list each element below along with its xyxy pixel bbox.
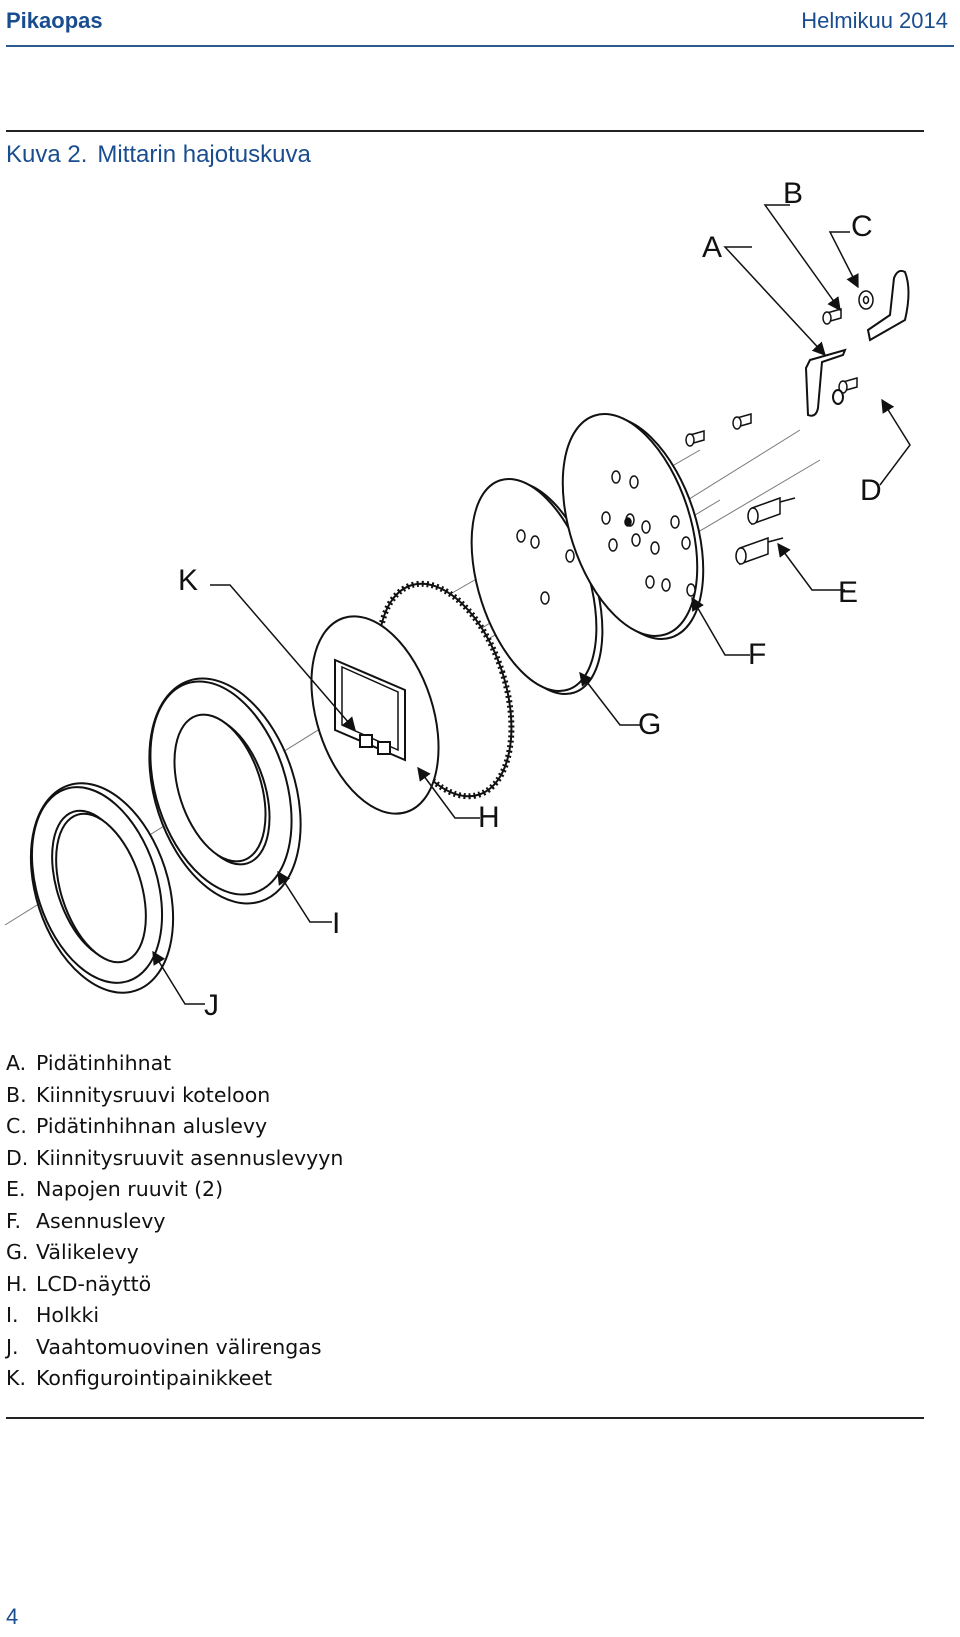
page-number: 4: [6, 1604, 19, 1629]
parts-legend: A.Pidätinhihnat B.Kiinnitysruuvi koteloo…: [6, 1048, 343, 1395]
callout-h: H: [478, 801, 500, 834]
mounting-screws: [685, 377, 858, 447]
exploded-view-diagram: A B C D E F G H I J K: [4, 180, 911, 1022]
figure-title: Mittarin hajotuskuva: [97, 141, 311, 168]
terminal-screws: [735, 496, 796, 566]
header-rule: [6, 45, 954, 47]
callout-c: C: [851, 210, 873, 243]
legend-item-h: H.LCD-näyttö: [6, 1271, 152, 1296]
bezel-ring: [148, 677, 302, 905]
figure-top-rule: [6, 130, 924, 132]
legend-item-j: J.Vaahtomuovinen välirengas: [6, 1334, 322, 1359]
config-button-2: [377, 741, 391, 755]
legend-item-b: B.Kiinnitysruuvi koteloon: [6, 1082, 271, 1107]
header-doc-title: Pikaopas: [6, 8, 103, 33]
figure-caption: Kuva 2. Mittarin hajotuskuva: [6, 141, 311, 169]
mounting-plate: [561, 413, 705, 640]
figure-bottom-rule: [6, 1417, 924, 1419]
legend-item-k: K.Konfigurointipainikkeet: [6, 1366, 273, 1390]
callout-d: D: [860, 474, 882, 507]
config-button-1: [359, 734, 373, 748]
legend-item-i: I.Holkki: [6, 1303, 100, 1327]
callout-i: I: [332, 907, 340, 940]
housing-screw-and-washer: [822, 290, 874, 325]
legend-item-a: A.Pidätinhihnat: [6, 1051, 172, 1075]
callout-e: E: [838, 576, 858, 609]
legend-item-d: D.Kiinnitysruuvit asennuslevyyn: [6, 1145, 344, 1170]
callout-a: A: [702, 231, 722, 264]
callout-f: F: [748, 638, 766, 671]
callout-g: G: [638, 708, 661, 741]
callout-b: B: [783, 180, 803, 210]
legend-item-c: C.Pidätinhihnan aluslevy: [6, 1114, 268, 1138]
callout-j: J: [204, 989, 219, 1022]
legend-item-g: G.Välikelevy: [6, 1240, 139, 1264]
legend-item-e: E.Napojen ruuvit (2): [6, 1177, 224, 1201]
foam-spacer-ring: [29, 782, 175, 994]
header-date: Helmikuu 2014: [801, 8, 948, 33]
legend-item-f: F.Asennuslevy: [6, 1208, 166, 1233]
lcd-display-unit: [310, 580, 515, 815]
figure-number: Kuva 2.: [6, 141, 88, 168]
callout-k: K: [178, 564, 198, 597]
retainer-strap: [804, 269, 910, 417]
